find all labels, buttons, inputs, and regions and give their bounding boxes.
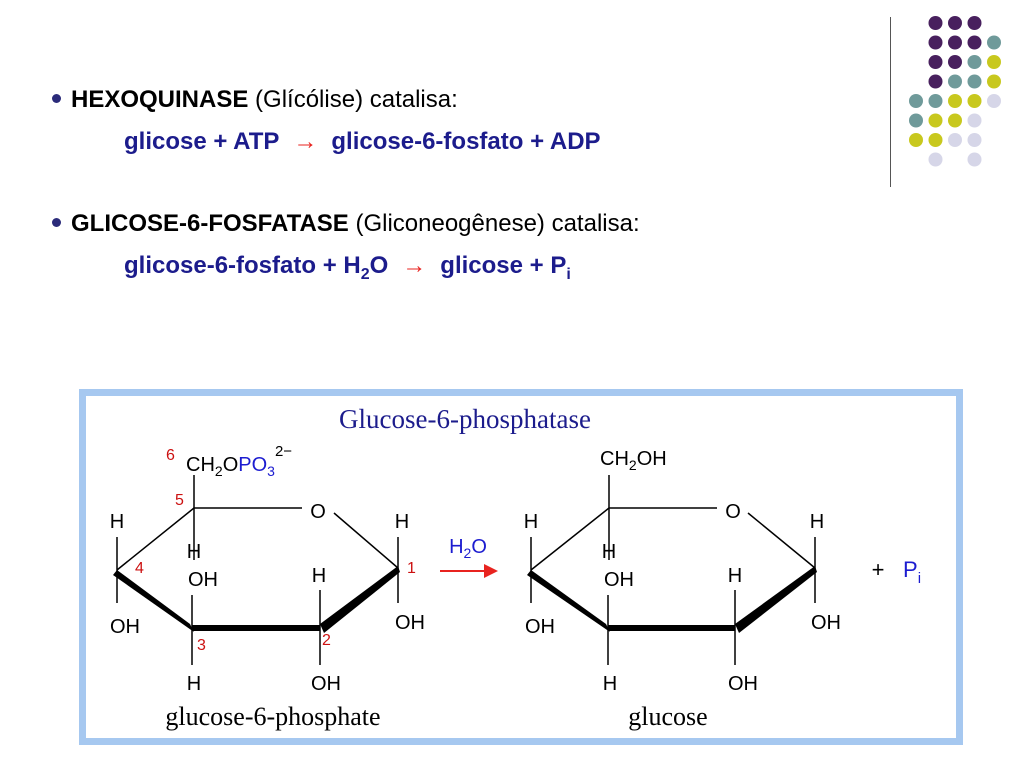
decorative-dot — [909, 113, 923, 128]
decorative-dot — [967, 55, 982, 69]
atom-label: H — [603, 673, 617, 695]
glucose-6-phosphate-labels: CH2OPO32− O H H H OH H OH OH H OH — [110, 443, 425, 695]
glucose-6-phosphate-structure — [113, 475, 400, 665]
decorative-dot — [928, 35, 943, 50]
decorative-dot — [967, 94, 982, 108]
decorative-dot — [948, 74, 962, 89]
arrow-head-icon — [484, 564, 498, 578]
decorative-dot — [928, 16, 943, 30]
decorative-dot — [987, 55, 1001, 69]
decorative-dot — [967, 152, 982, 167]
decorative-dot — [948, 133, 962, 147]
decorative-dot — [967, 74, 982, 89]
carbon-number: 1 — [407, 560, 416, 577]
equation-right: glicose + Pi — [440, 252, 571, 283]
decorative-dot — [928, 133, 943, 147]
ring-oxygen-label: O — [725, 501, 741, 523]
decorative-dot — [909, 133, 923, 147]
atom-label: H — [524, 511, 538, 533]
bullet-hexoquinase: HEXOQUINASE (Glícólise) catalisa: — [52, 86, 458, 114]
atom-label: OH — [311, 673, 341, 695]
atom-label: OH — [395, 612, 425, 634]
decorative-dot — [987, 94, 1001, 108]
carbon-number: 6 — [166, 447, 175, 464]
atom-label: OH — [811, 612, 841, 634]
atom-label: OH — [604, 569, 634, 591]
decorative-dot — [928, 55, 943, 69]
decorative-dot — [987, 35, 1001, 50]
right-arrow-icon: → — [293, 128, 318, 155]
equation-left: glicose-6-fosfato + H2O — [124, 252, 389, 283]
bullet-glicose-6-fosfatase: GLICOSE-6-FOSFATASE (Gliconeogênese) cat… — [52, 210, 640, 238]
glucose-structure — [527, 475, 817, 665]
carbon-number: 4 — [135, 560, 144, 577]
decorative-dot — [928, 94, 943, 108]
decorative-dot — [967, 133, 982, 147]
inorganic-phosphate-label: Pi — [903, 557, 921, 587]
decorative-dot — [928, 152, 943, 167]
equation-glicose-6-fosfatase: glicose-6-fosfato + H2O → glicose + Pi — [124, 252, 571, 284]
atom-label: H — [312, 565, 326, 587]
reagent-label: H2O — [449, 536, 487, 561]
decorative-dot — [948, 94, 962, 108]
decorative-dot — [967, 16, 982, 30]
decorative-dot — [967, 113, 982, 128]
reaction-diagram: Glucose-6-phosphatase CH2OPO32− O H H H … — [110, 404, 921, 731]
decorative-dot — [948, 113, 962, 128]
decorative-dot — [948, 55, 962, 69]
atom-label: OH — [728, 673, 758, 695]
caption-glucose: glucose — [628, 702, 707, 731]
decorative-dot — [948, 16, 962, 30]
carbon-number: 3 — [197, 637, 206, 654]
decorative-dot-grid — [909, 16, 1001, 167]
carbon-number: 2 — [322, 632, 331, 649]
enzyme-context: (Glícólise) catalisa: — [248, 86, 458, 113]
carbon-number: 5 — [175, 492, 184, 509]
phosphate-product: + Pi — [872, 557, 921, 587]
decorative-dot — [909, 94, 923, 108]
glucose-labels: CH2OH O H H H OH H OH OH H OH — [524, 448, 841, 695]
caption-glucose-6-phosphate: glucose-6-phosphate — [165, 702, 380, 731]
atom-label: OH — [525, 616, 555, 638]
atom-label: H — [728, 565, 742, 587]
atom-label: H — [187, 673, 201, 695]
atom-label: OH — [188, 569, 218, 591]
equation-hexoquinase: glicose + ATP → glicose-6-fosfato + ADP — [124, 128, 601, 156]
decorative-dot — [928, 74, 943, 89]
right-arrow-icon: → — [402, 252, 427, 279]
decorative-dot — [987, 74, 1001, 89]
equation-right: glicose-6-fosfato + ADP — [331, 128, 601, 155]
reaction-figure: Glucose-6-phosphatase CH2OPO32− O H H H … — [79, 389, 963, 745]
enzyme-name: GLICOSE-6-FOSFATASE — [71, 210, 349, 237]
ring-oxygen-label: O — [310, 501, 326, 523]
enzyme-context: (Gliconeogênese) catalisa: — [348, 210, 640, 237]
atom-label: OH — [110, 616, 140, 638]
decorative-dot — [967, 35, 982, 50]
atom-label: CH2OH — [600, 448, 667, 473]
carbon-number-labels: 6 5 4 3 2 1 — [135, 447, 416, 654]
bullet-dot-icon — [52, 94, 61, 104]
atom-label: CH2OPO32− — [186, 443, 292, 479]
atom-label: H — [187, 541, 201, 563]
equation-left: glicose + ATP — [124, 128, 280, 155]
atom-label: H — [110, 511, 124, 533]
figure-title: Glucose-6-phosphatase — [339, 404, 591, 434]
plus-sign: + — [872, 557, 885, 582]
atom-label: H — [810, 511, 824, 533]
decorative-divider — [890, 17, 891, 187]
decorative-dot — [928, 113, 943, 128]
atom-label: H — [602, 541, 616, 563]
bullet-dot-icon — [52, 218, 61, 228]
enzyme-name: HEXOQUINASE — [71, 86, 249, 113]
decorative-dot — [948, 35, 962, 50]
atom-label: H — [395, 511, 409, 533]
reaction-arrow: H2O — [440, 536, 498, 578]
